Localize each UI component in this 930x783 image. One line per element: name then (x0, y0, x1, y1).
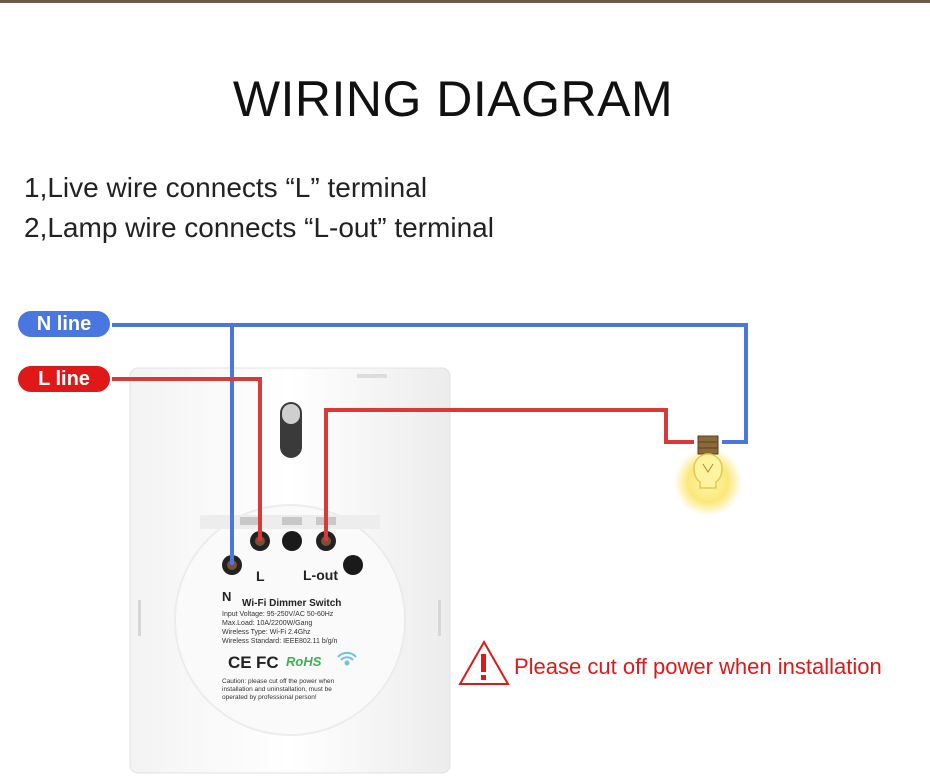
caution-line-3: operated by professional person! (222, 694, 317, 701)
instruction-step-2: 2,Lamp wire connects “L-out” terminal (24, 212, 494, 243)
wifi-icon (337, 651, 357, 666)
product-name: Wi-Fi Dimmer Switch (242, 598, 341, 609)
caution-line-2: installation and uninstallation, must be (222, 686, 332, 693)
spec-line-2: Max.Load: 10A/2200W/Gang (222, 620, 312, 627)
terminals (222, 531, 363, 575)
n-line-badge: N line (18, 311, 110, 337)
warning-text: Please cut off power when installation (514, 654, 882, 679)
terminal-blank-1 (282, 531, 302, 551)
light-bulb-icon (674, 435, 742, 516)
switch-plate (129, 367, 451, 774)
spec-line-1: Input Voltage: 95-250V/AC 50-60Hz (222, 611, 334, 618)
fc-mark: FC (256, 653, 279, 672)
rohs-mark: RoHS (286, 654, 322, 669)
spec-line-3: Wireless Type: Wi-Fi 2.4Ghz (222, 629, 311, 636)
l-wire (112, 377, 262, 541)
label-lout: L-out (303, 567, 338, 583)
n-wire (112, 323, 748, 565)
instruction-step-1: 1,Live wire connects “L” terminal (24, 172, 428, 203)
spec-line-4: Wireless Standard: IEEE802.11 b/g/n (222, 638, 338, 645)
label-n: N (222, 589, 231, 604)
l-out-wire (324, 408, 694, 541)
label-l: L (256, 568, 265, 584)
terminal-blank-2 (343, 555, 363, 575)
top-divider (0, 0, 930, 3)
caution-line-1: Caution: please cut off the power when (222, 678, 335, 685)
page-title: WIRING DIAGRAM (232, 71, 674, 127)
l-line-badge: L line (18, 366, 110, 392)
ce-mark: CE (228, 653, 252, 672)
warning-icon (458, 639, 510, 685)
